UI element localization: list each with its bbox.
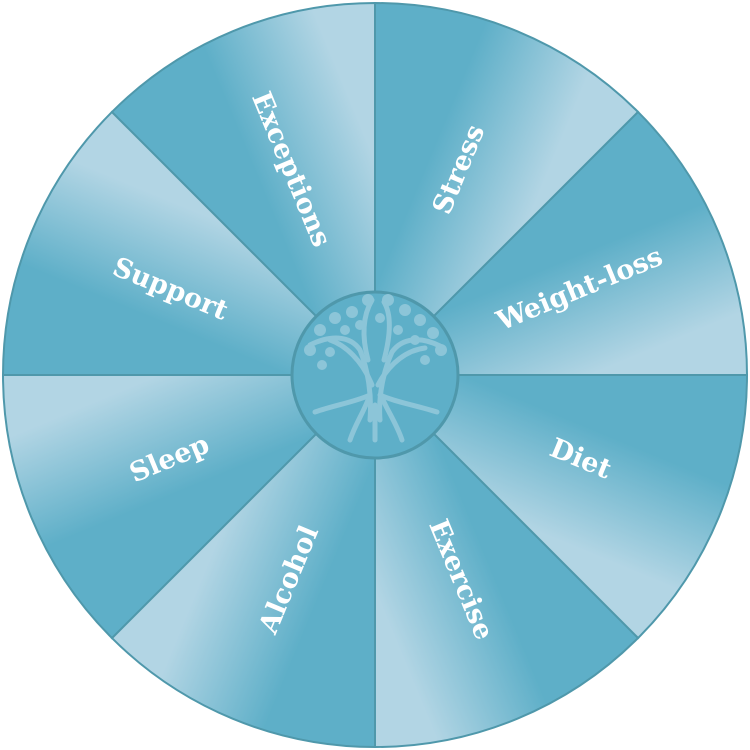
segment-stress <box>374 1 640 378</box>
segment-weight-loss <box>372 110 749 376</box>
center-hub <box>290 290 460 460</box>
tree-leaves <box>304 294 447 370</box>
segment-diet <box>372 374 749 640</box>
segment-alcohol <box>110 372 376 749</box>
segment-sleep <box>1 374 378 640</box>
segment-exercise <box>374 372 640 749</box>
segment-support <box>1 110 378 376</box>
segment-exceptions <box>110 1 376 378</box>
